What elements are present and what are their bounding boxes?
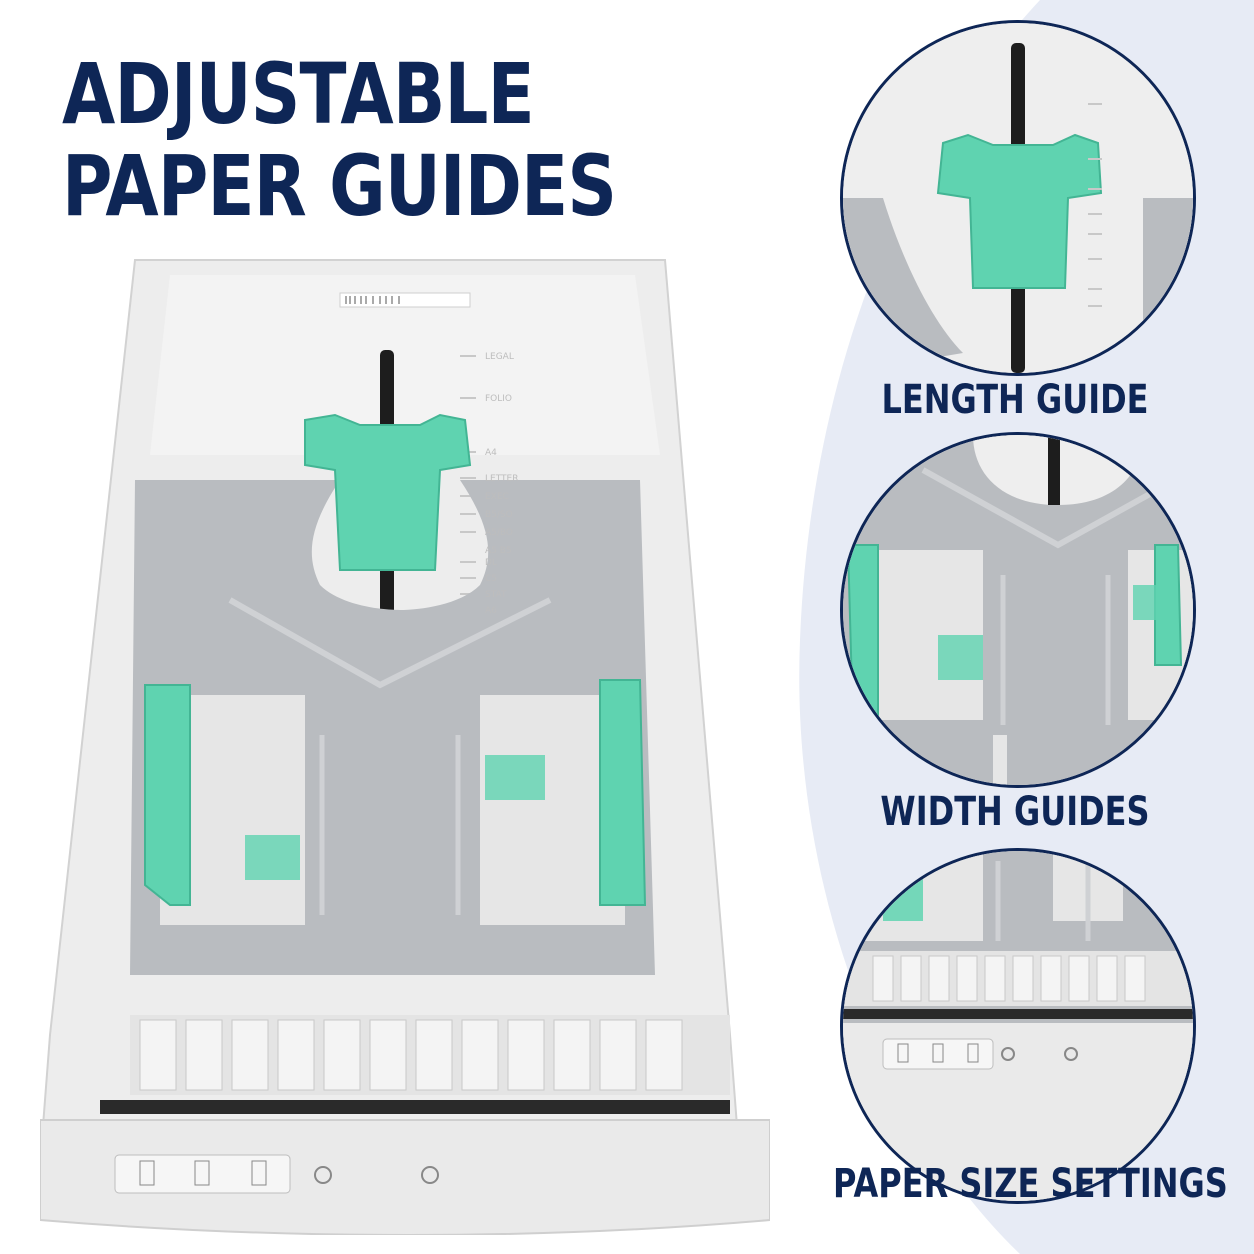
tray-size-label: LETTER xyxy=(485,474,518,484)
size-marks xyxy=(460,355,476,595)
tray-size-label: LEGAL xyxy=(485,352,514,362)
headline: ADJUSTABLE PAPER GUIDES xyxy=(62,45,617,235)
tray-size-label: STAT xyxy=(485,590,507,600)
paper-size-settings-detail-image xyxy=(840,848,1196,1204)
headline-line-2: PAPER GUIDES xyxy=(62,137,617,235)
paper-size-settings-caption: PAPER SIZE SETTINGS xyxy=(833,1161,1228,1207)
width-guides-detail-image xyxy=(840,432,1196,788)
tray-size-label: A5 B5 xyxy=(485,546,512,556)
tray-size-label: A4 xyxy=(485,448,497,458)
length-guide-caption: LENGTH GUIDE xyxy=(881,377,1149,423)
tray-size-label: FOLIO xyxy=(485,394,512,404)
headline-line-1: ADJUSTABLE xyxy=(62,45,535,143)
tray-size-label: C5 xyxy=(485,574,497,584)
width-guides-caption: WIDTH GUIDES xyxy=(880,789,1150,835)
tray-size-label: B5/SO xyxy=(485,510,513,520)
tray-size-label: A5/BO xyxy=(485,528,513,538)
tray-size-label: EXEC xyxy=(485,492,509,502)
tray-size-label: A6 xyxy=(485,606,497,616)
length-guide-detail-image xyxy=(840,20,1196,376)
tray-size-label: DL xyxy=(485,558,497,568)
